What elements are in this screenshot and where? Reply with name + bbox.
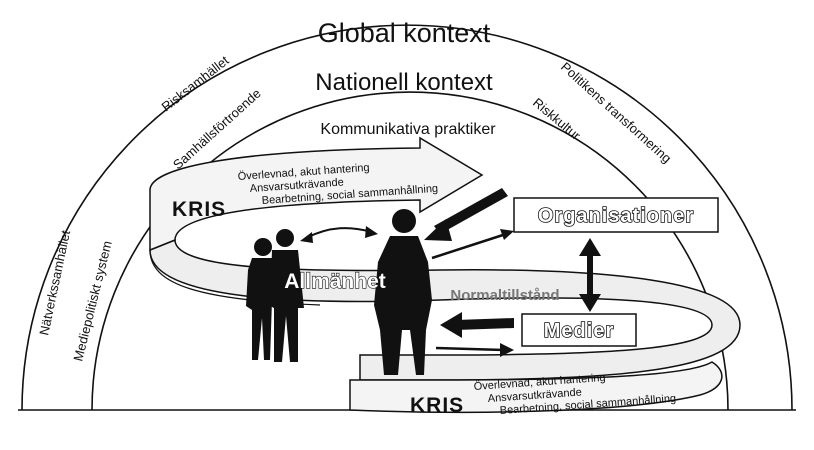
public-couple-silhouette: [246, 229, 304, 362]
organisations-label: Organisationer: [538, 205, 694, 227]
media-political-system-label: Mediepolitiskt system: [70, 239, 114, 363]
national-context-arc: [91, 91, 729, 411]
global-context-arc: [21, 24, 793, 411]
public-to-media-arrow: [435, 343, 514, 357]
organisations-to-public-arrow: [424, 188, 508, 241]
media-box: [521, 313, 637, 347]
network-society-label: Nätverkssamhället: [36, 229, 73, 337]
national-context-title: Nationell kontext: [315, 69, 493, 96]
public-to-organisations-arrow: [431, 229, 514, 260]
person-silhouette: [374, 209, 432, 375]
organisations-media-arrow: [579, 238, 601, 312]
crisis-bottom-title: KRIS: [410, 394, 464, 417]
crisis-top-title: KRIS: [172, 198, 226, 221]
spiral-ribbon-bottom: [349, 361, 723, 414]
communicative-practices-label: Kommunikativa praktiker: [320, 121, 496, 138]
media-label: Medier: [544, 320, 614, 342]
risk-society-label: Risksamhället: [159, 52, 232, 114]
public-dialogue-arrow: [300, 226, 378, 243]
global-context-title: Global kontext: [318, 18, 491, 48]
spiral-ribbon-middle: [149, 238, 741, 381]
political-transformation-label: Politikens transformering: [558, 59, 674, 166]
public-label: Allmänhet: [284, 270, 386, 293]
communicative-practices-arrow: [149, 136, 484, 252]
organisations-box: [513, 197, 719, 233]
normal-state-label: Normaltillstånd: [450, 287, 559, 304]
media-to-public-arrow: [440, 312, 514, 338]
